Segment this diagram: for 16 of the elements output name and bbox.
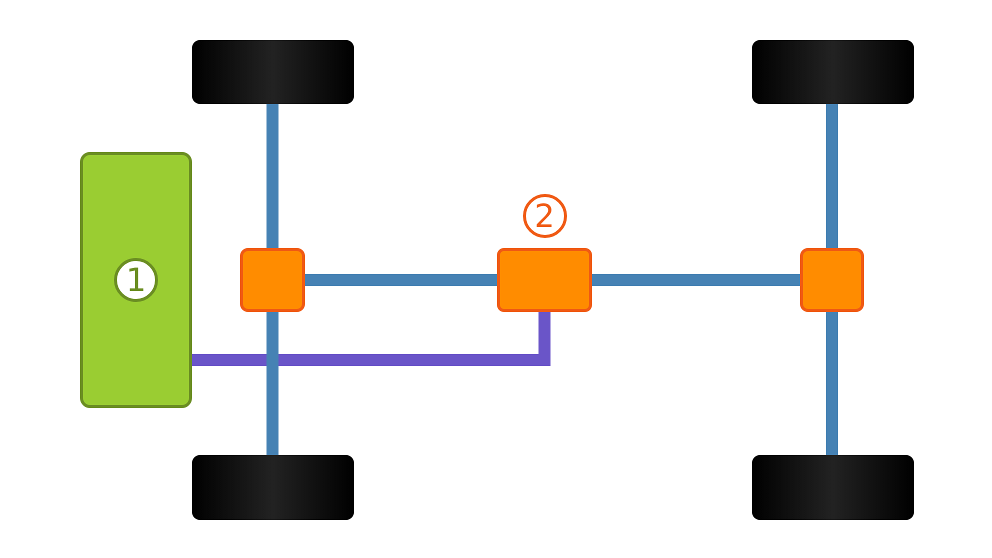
wheel bbox=[752, 455, 914, 520]
wheel bbox=[192, 455, 354, 520]
shaft-line bbox=[305, 274, 497, 286]
shaft-line bbox=[592, 274, 800, 286]
differential-box bbox=[800, 248, 864, 312]
engine-block bbox=[80, 152, 192, 408]
shaft-line bbox=[826, 312, 838, 455]
shaft-line bbox=[266, 104, 278, 248]
callout-number: 1 bbox=[114, 258, 158, 302]
drive-line bbox=[192, 312, 550, 366]
shaft-line bbox=[826, 104, 838, 248]
wheel bbox=[192, 40, 354, 104]
differential-box bbox=[240, 248, 305, 312]
shaft-line bbox=[266, 312, 278, 455]
callout-number: 2 bbox=[522, 194, 566, 238]
wheel bbox=[752, 40, 914, 104]
